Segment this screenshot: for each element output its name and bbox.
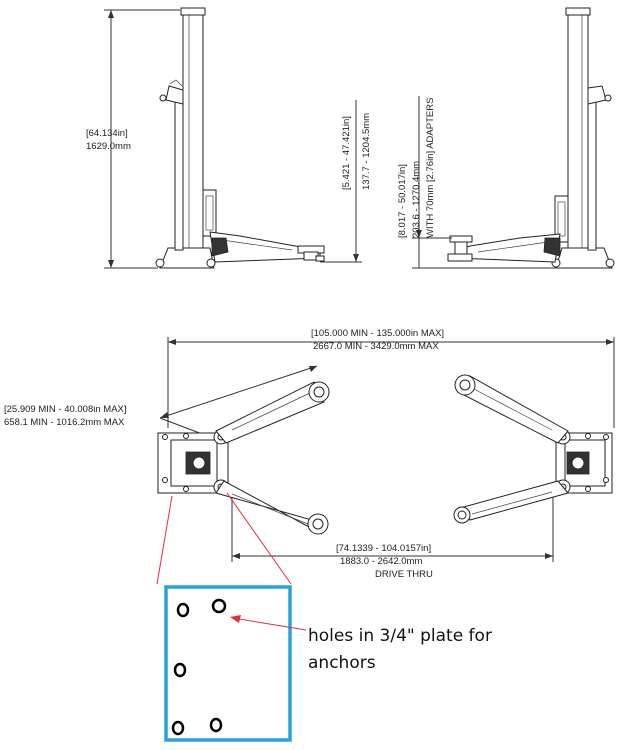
drive-thru-in: [74.1339 - 104.0157in] — [336, 543, 431, 554]
detail-leader-lines — [156, 492, 292, 585]
anchor-hole — [176, 602, 190, 618]
adapter-note: WITH 70mm [2.76in] ADAPTERS — [425, 98, 436, 238]
arm-reach-mm: 658.1 MIN - 1016.2mm MAX — [4, 417, 125, 428]
right-front-arm — [454, 374, 569, 444]
arm-reach-in: [25.909 MIN - 40.008in MAX] — [4, 404, 127, 415]
left-front-arm — [215, 381, 330, 444]
overall-width-in: [105.000 MIN - 135.000in MAX] — [311, 328, 444, 339]
right-elevation-view — [412, 7, 615, 269]
pad-range-mm: 137.7 - 1204.5mm — [361, 113, 372, 190]
anchor-hole — [171, 720, 185, 736]
height-dimension-mm: 1629.0mm — [86, 141, 131, 152]
anchor-hole — [211, 598, 227, 614]
anchor-plate-detail-box — [164, 585, 292, 742]
drive-thru-mm: 1883.0 - 2642.0mm — [340, 556, 422, 567]
height-dimension-in: [64.134in] — [86, 128, 128, 139]
anchor-holes — [171, 598, 227, 736]
left-column-base — [157, 429, 229, 495]
adapter-range-in: [8.017 - 50.017in] — [397, 164, 408, 238]
left-rear-arm — [215, 480, 329, 535]
anchor-hole — [209, 717, 223, 733]
annotation-arrow — [230, 615, 307, 631]
overall-width-mm: 2667.0 MIN - 3429.0mm MAX — [313, 341, 439, 352]
drive-thru-label: DRIVE THRU — [375, 569, 433, 580]
annotation-line-2: anchors — [308, 653, 376, 673]
annotation-line-1: holes in 3/4" plate for — [308, 626, 492, 646]
pad-range-in: [5.421 - 47.421in] — [341, 116, 352, 190]
anchor-hole — [173, 662, 187, 678]
left-elevation-view — [104, 7, 362, 269]
right-column-base — [555, 429, 613, 495]
adapter-range-mm: 203.6 - 1270.4mm — [411, 161, 422, 238]
right-rear-arm — [453, 480, 569, 524]
